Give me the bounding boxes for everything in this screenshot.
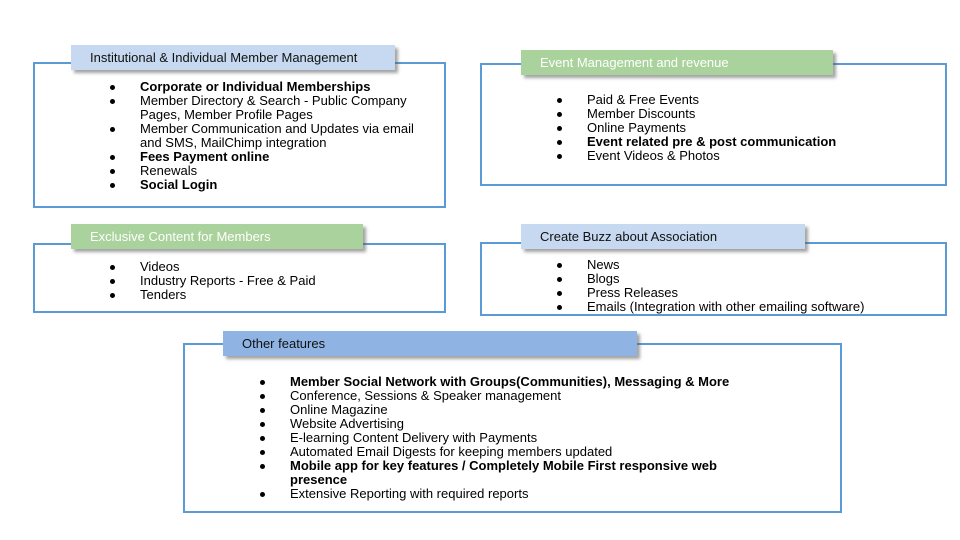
list-item: Renewals <box>35 164 421 178</box>
bullet-icon <box>110 183 115 188</box>
tab-title: Exclusive Content for Members <box>90 229 271 244</box>
list-item-text: Fees Payment online <box>140 149 270 164</box>
tab-other-features: Other features <box>223 331 637 356</box>
bullet-icon <box>557 277 562 282</box>
list-item: Member Discounts <box>482 107 935 121</box>
list-item-text: News <box>587 257 620 272</box>
bullet-icon <box>557 98 562 103</box>
tab-title: Institutional & Individual Member Manage… <box>90 50 358 65</box>
bullet-icon <box>260 492 265 497</box>
panel-other-features: Member Social Network with Groups(Commun… <box>183 343 842 513</box>
list-item: Corporate or Individual Memberships <box>35 80 421 94</box>
list-item: Blogs <box>482 272 935 286</box>
bullet-icon <box>110 169 115 174</box>
list-item-text: Mobile app for key features / Completely… <box>290 458 717 487</box>
bullet-icon <box>110 265 115 270</box>
bullet-icon <box>557 112 562 117</box>
list-item: News <box>482 258 935 272</box>
list-item: Automated Email Digests for keeping memb… <box>185 445 758 459</box>
bullet-icon <box>260 394 265 399</box>
list-item: Website Advertising <box>185 417 758 431</box>
list-item: Member Directory & Search - Public Compa… <box>35 94 421 122</box>
list-item-text: Industry Reports - Free & Paid <box>140 273 316 288</box>
list-item-text: Event Videos & Photos <box>587 148 720 163</box>
bullet-icon <box>260 422 265 427</box>
tab-member-management: Institutional & Individual Member Manage… <box>71 45 395 70</box>
tab-event-management: Event Management and revenue <box>521 50 833 75</box>
list-item-text: Emails (Integration with other emailing … <box>587 299 865 314</box>
list-item-text: Member Directory & Search - Public Compa… <box>140 93 407 122</box>
list-item-text: Online Payments <box>587 120 686 135</box>
list-item: Member Social Network with Groups(Commun… <box>185 375 758 389</box>
bullet-icon <box>557 140 562 145</box>
tab-title: Event Management and revenue <box>540 55 729 70</box>
list-item-text: Conference, Sessions & Speaker managemen… <box>290 388 561 403</box>
list-item: Tenders <box>35 288 434 302</box>
tab-exclusive-content: Exclusive Content for Members <box>71 224 363 249</box>
bullet-icon <box>260 464 265 469</box>
list-item-text: Social Login <box>140 177 218 192</box>
list-item: E-learning Content Delivery with Payment… <box>185 431 758 445</box>
bullet-icon <box>557 154 562 159</box>
list-item-text: Renewals <box>140 163 198 178</box>
bullet-icon <box>110 293 115 298</box>
bullet-icon <box>110 155 115 160</box>
list-item: Paid & Free Events <box>482 93 935 107</box>
tab-title: Create Buzz about Association <box>540 229 718 244</box>
list-item-text: Member Discounts <box>587 106 696 121</box>
list-item-text: Member Social Network with Groups(Commun… <box>290 374 730 389</box>
list-item: Online Payments <box>482 121 935 135</box>
list-item-text: Member Communication and Updates via ema… <box>140 121 414 150</box>
list-item: Event related pre & post communication <box>482 135 935 149</box>
list-item-text: E-learning Content Delivery with Payment… <box>290 430 538 445</box>
list-item: Industry Reports - Free & Paid <box>35 274 434 288</box>
bullet-icon <box>557 291 562 296</box>
list-item: Event Videos & Photos <box>482 149 935 163</box>
bullet-icon <box>557 263 562 268</box>
tab-create-buzz: Create Buzz about Association <box>521 224 805 249</box>
list-item-text: Automated Email Digests for keeping memb… <box>290 444 613 459</box>
list-item: Member Communication and Updates via ema… <box>35 122 421 150</box>
list-item-text: Corporate or Individual Memberships <box>140 79 371 94</box>
bullet-icon <box>557 305 562 310</box>
list-item: Mobile app for key features / Completely… <box>185 459 758 487</box>
list-item-text: Blogs <box>587 271 620 286</box>
list-item: Conference, Sessions & Speaker managemen… <box>185 389 758 403</box>
list-item-text: Press Releases <box>587 285 679 300</box>
list-item: Fees Payment online <box>35 150 421 164</box>
list-item-text: Website Advertising <box>290 416 404 431</box>
bullet-icon <box>110 85 115 90</box>
feature-list-other-features: Member Social Network with Groups(Commun… <box>185 345 840 501</box>
list-item-text: Paid & Free Events <box>587 92 699 107</box>
list-item: Social Login <box>35 178 421 192</box>
list-item-text: Extensive Reporting with required report… <box>290 486 529 501</box>
tab-title: Other features <box>242 336 326 351</box>
list-item: Videos <box>35 260 434 274</box>
list-item: Online Magazine <box>185 403 758 417</box>
list-item-text: Online Magazine <box>290 402 388 417</box>
bullet-icon <box>110 279 115 284</box>
bullet-icon <box>110 99 115 104</box>
bullet-icon <box>260 436 265 441</box>
bullet-icon <box>557 126 562 131</box>
list-item-text: Tenders <box>140 287 187 302</box>
bullet-icon <box>260 450 265 455</box>
bullet-icon <box>260 380 265 385</box>
list-item-text: Videos <box>140 259 180 274</box>
bullet-icon <box>110 127 115 132</box>
bullet-icon <box>260 408 265 413</box>
list-item-text: Event related pre & post communication <box>587 134 837 149</box>
list-item: Press Releases <box>482 286 935 300</box>
list-item: Emails (Integration with other emailing … <box>482 300 935 314</box>
list-item: Extensive Reporting with required report… <box>185 487 758 501</box>
